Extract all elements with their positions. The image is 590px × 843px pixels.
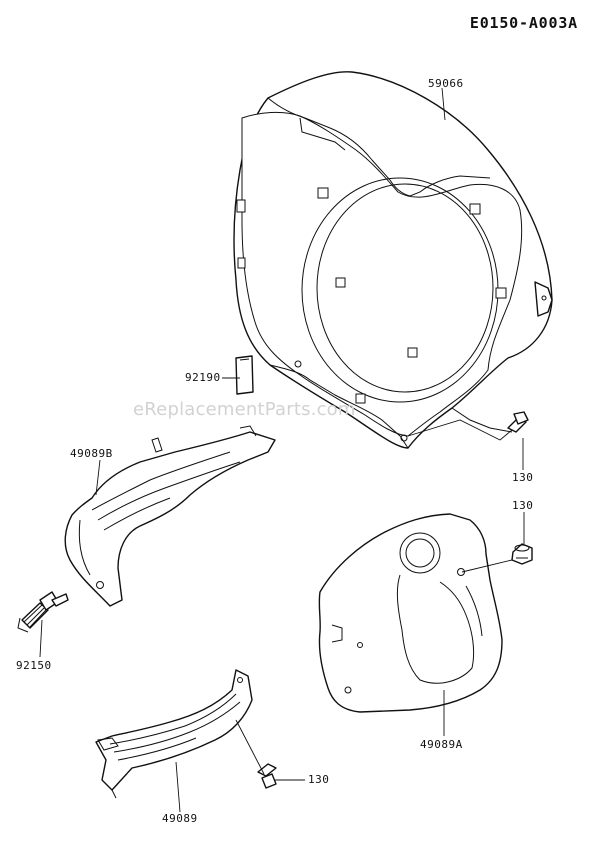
label-49089: 49089 — [162, 812, 198, 825]
fan-housing-59066[interactable] — [233, 71, 553, 449]
watermark: eReplacementParts.com — [133, 399, 356, 420]
label-130-upper: 130 — [512, 471, 534, 484]
plate-92190[interactable] — [235, 355, 254, 395]
label-49089A: 49089A — [420, 738, 463, 751]
label-130-lower: 130 — [308, 773, 330, 786]
label-92190: 92190 — [185, 371, 221, 384]
bolt-130-middle[interactable] — [511, 543, 533, 565]
label-59066: 59066 — [428, 77, 464, 90]
label-49089B: 49089B — [70, 447, 113, 460]
cover-49089B[interactable] — [64, 425, 276, 607]
label-130-middle: 130 — [512, 499, 534, 512]
diagram-code: E0150-A003A — [469, 14, 578, 32]
stud-bolt-92150[interactable] — [17, 591, 69, 633]
label-92150: 92150 — [16, 659, 52, 672]
leader-lines — [39, 87, 525, 813]
cover-49089A[interactable] — [318, 513, 503, 713]
bolt-130-lower[interactable] — [257, 763, 277, 789]
bolt-130-upper[interactable] — [507, 411, 529, 433]
cover-49089[interactable] — [95, 669, 253, 799]
